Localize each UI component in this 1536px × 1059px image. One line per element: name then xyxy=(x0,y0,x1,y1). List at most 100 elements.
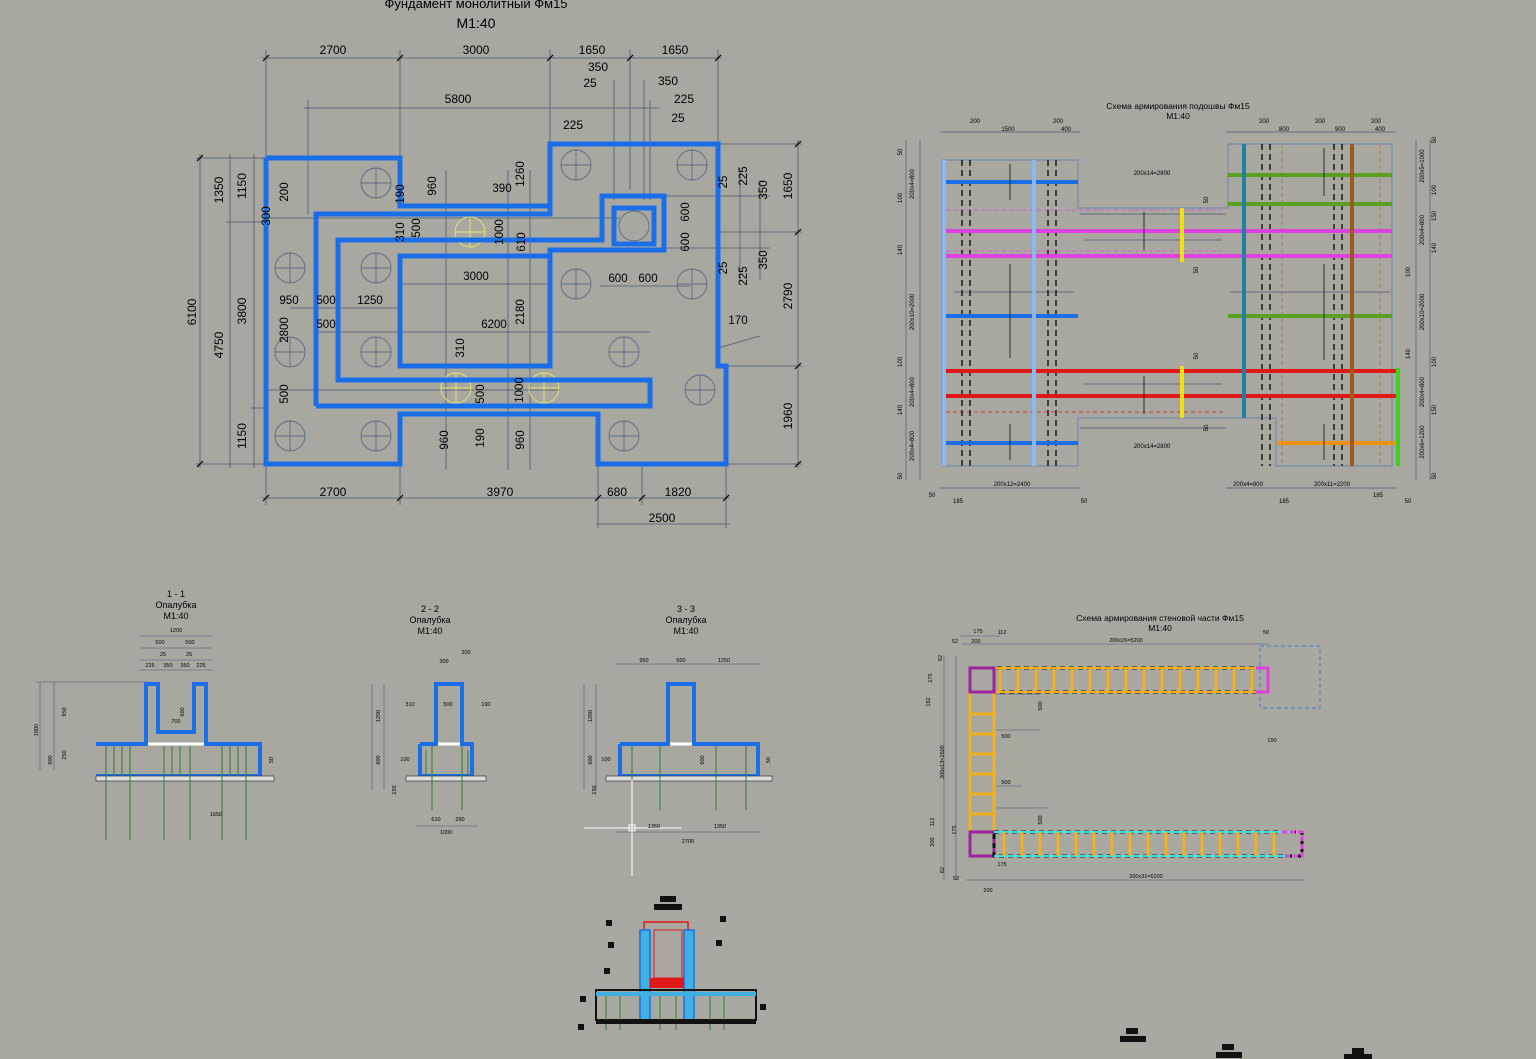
wall-vertical-bars xyxy=(968,690,996,834)
inner-label: 1000 xyxy=(494,219,506,245)
sec-dim: 350 xyxy=(163,663,172,669)
wall-ghost-column xyxy=(1259,645,1321,709)
inner-label: 2800 xyxy=(279,317,291,343)
sec-dim: 2700 xyxy=(682,839,694,845)
dim-left-1350: 1350 xyxy=(212,176,226,203)
inner-label: 1000 xyxy=(514,377,526,403)
wall-reinforcement-scheme: Схема армирования стеновой части Фм15 М1… xyxy=(926,613,1321,894)
sole-right-dim: 50 xyxy=(1432,136,1438,143)
foundation-outline xyxy=(263,141,729,467)
sec-dim: 225 xyxy=(145,663,154,669)
wall-dim: 200 xyxy=(971,639,980,645)
cursor-crosshair xyxy=(584,780,682,876)
dim-top2-5: 25 xyxy=(671,111,685,125)
sec-dim: 1200 xyxy=(170,628,182,634)
sole-bottom-dim: 50 xyxy=(1081,499,1088,505)
inner-label: 310 xyxy=(395,222,407,241)
sole-reinforcement-scheme: Схема армирования подошвы Фм15 М1:40 xyxy=(898,101,1438,505)
inner-label: 960 xyxy=(427,176,439,195)
dim-top2-0: 350 xyxy=(588,60,608,74)
inner-label: 300 xyxy=(261,206,273,225)
highlighted-piles xyxy=(440,216,560,404)
sec-dim: 300 xyxy=(439,659,448,665)
inner-label: 500 xyxy=(279,384,291,403)
wall-dim: 200x31=6200 xyxy=(1129,874,1163,880)
inner-label: 350 xyxy=(758,250,770,269)
sec-dim: 500 xyxy=(155,640,164,646)
sole-arrows xyxy=(1009,148,1325,460)
sec-dim: 190 xyxy=(481,702,490,708)
sole-vertical-colored-bars xyxy=(942,144,1400,466)
sole-bottom-dim: 185 xyxy=(1373,493,1384,499)
wall-dim: 200x13=2600 xyxy=(940,745,946,779)
section-id: 2 - 2 xyxy=(421,604,439,614)
section-3-3: 3 - 3 Опалубка М1:40 950 500 1250 1200 6… xyxy=(583,604,773,876)
wall-dim: 52 xyxy=(952,639,958,645)
wall-dim: 200 xyxy=(983,888,992,894)
sec-dim: 50 xyxy=(269,757,275,763)
dim-right-1650: 1650 xyxy=(781,172,795,199)
sole-right-dim: 140 xyxy=(1432,242,1438,253)
section-dim-text: 1200 500 500 25 25 225 350 350 225 950 6… xyxy=(34,628,275,818)
dim-top-3: 1650 xyxy=(662,43,689,57)
sec-dim: 700 xyxy=(171,719,180,725)
wall-dim: 62 xyxy=(940,867,946,873)
section-2-2: 2 - 2 Опалубка М1:40 300 200 310 500 190… xyxy=(371,604,491,836)
sec-dim: 310 xyxy=(405,702,414,708)
section-formwork xyxy=(418,682,474,778)
inner-label: 310 xyxy=(455,338,467,357)
sole-right-dim: 200x4=800 xyxy=(1420,214,1426,245)
sole-bottom-dim: 200x11=2200 xyxy=(1314,482,1351,488)
sole-vertical-bars xyxy=(961,144,1343,466)
section-caption: Опалубка xyxy=(665,615,706,625)
sole-mid-label: 50 xyxy=(1194,266,1200,273)
dim-left-1150b: 1150 xyxy=(235,423,249,449)
inner-label: 1260 xyxy=(515,161,527,187)
sec-dim: 390 xyxy=(455,817,464,823)
sec-dim: 350 xyxy=(180,663,189,669)
inner-label: 25 xyxy=(718,176,730,189)
sole-right-dim: 50 xyxy=(1432,472,1438,479)
section-piles xyxy=(631,746,747,810)
inner-label: 950 xyxy=(279,295,298,307)
section-dim-text: 300 200 310 500 190 1200 100 600 610 390… xyxy=(376,650,491,836)
dim-left-4750: 4750 xyxy=(212,331,226,358)
inner-label: 190 xyxy=(475,428,487,447)
sole-outline xyxy=(941,143,1393,467)
sole-left-dim: 50 xyxy=(898,148,904,155)
section-formwork xyxy=(618,682,760,778)
inner-label: 600 xyxy=(638,273,657,285)
wall-dim: 175 xyxy=(997,862,1006,868)
sole-mid-label: 50 xyxy=(1204,196,1210,203)
plan-tick-marks xyxy=(196,54,802,502)
sole-top-dim: 800 xyxy=(1279,127,1290,133)
dim-left-6100: 6100 xyxy=(185,298,199,325)
wall-dim-text: 175 112 52 200 200x26=5200 50 62 175 162… xyxy=(926,629,1277,894)
sole-mid-label: 200x14=2800 xyxy=(1134,171,1171,177)
sec-dim: 25 xyxy=(160,652,166,658)
dim-top-2: 1650 xyxy=(579,43,606,57)
section-dim-lines xyxy=(371,684,478,827)
sole-left-dim: 140 xyxy=(898,404,904,415)
sole-top-dim: 900 xyxy=(1335,127,1346,133)
inner-label: 610 xyxy=(516,232,528,251)
sec-dim: 1250 xyxy=(718,658,730,664)
sole-top-dim: 400 xyxy=(1061,127,1072,133)
wall-dim: 162 xyxy=(926,697,932,706)
wall-corner-bottom xyxy=(968,830,996,858)
wall-dim: 112 xyxy=(998,630,1007,636)
plan-scale: М1:40 xyxy=(457,15,496,31)
sec-dim: 1800 xyxy=(34,724,40,736)
section-scale: М1:40 xyxy=(417,626,442,636)
sole-left-dim: 200x4=800 xyxy=(910,376,916,407)
sec-dim: 1000 xyxy=(440,830,452,836)
sole-mid-label: 50 xyxy=(1204,424,1210,431)
wall-dim: 500 xyxy=(1001,780,1010,786)
wall-dim: 62 xyxy=(938,655,944,661)
wall-dim: 52 xyxy=(953,876,959,882)
plan-dimension-lines xyxy=(196,50,802,528)
wall-dim: 150 xyxy=(1267,738,1276,744)
sec-dim: 610 xyxy=(431,817,440,823)
wall-dim: 175 xyxy=(928,673,934,682)
